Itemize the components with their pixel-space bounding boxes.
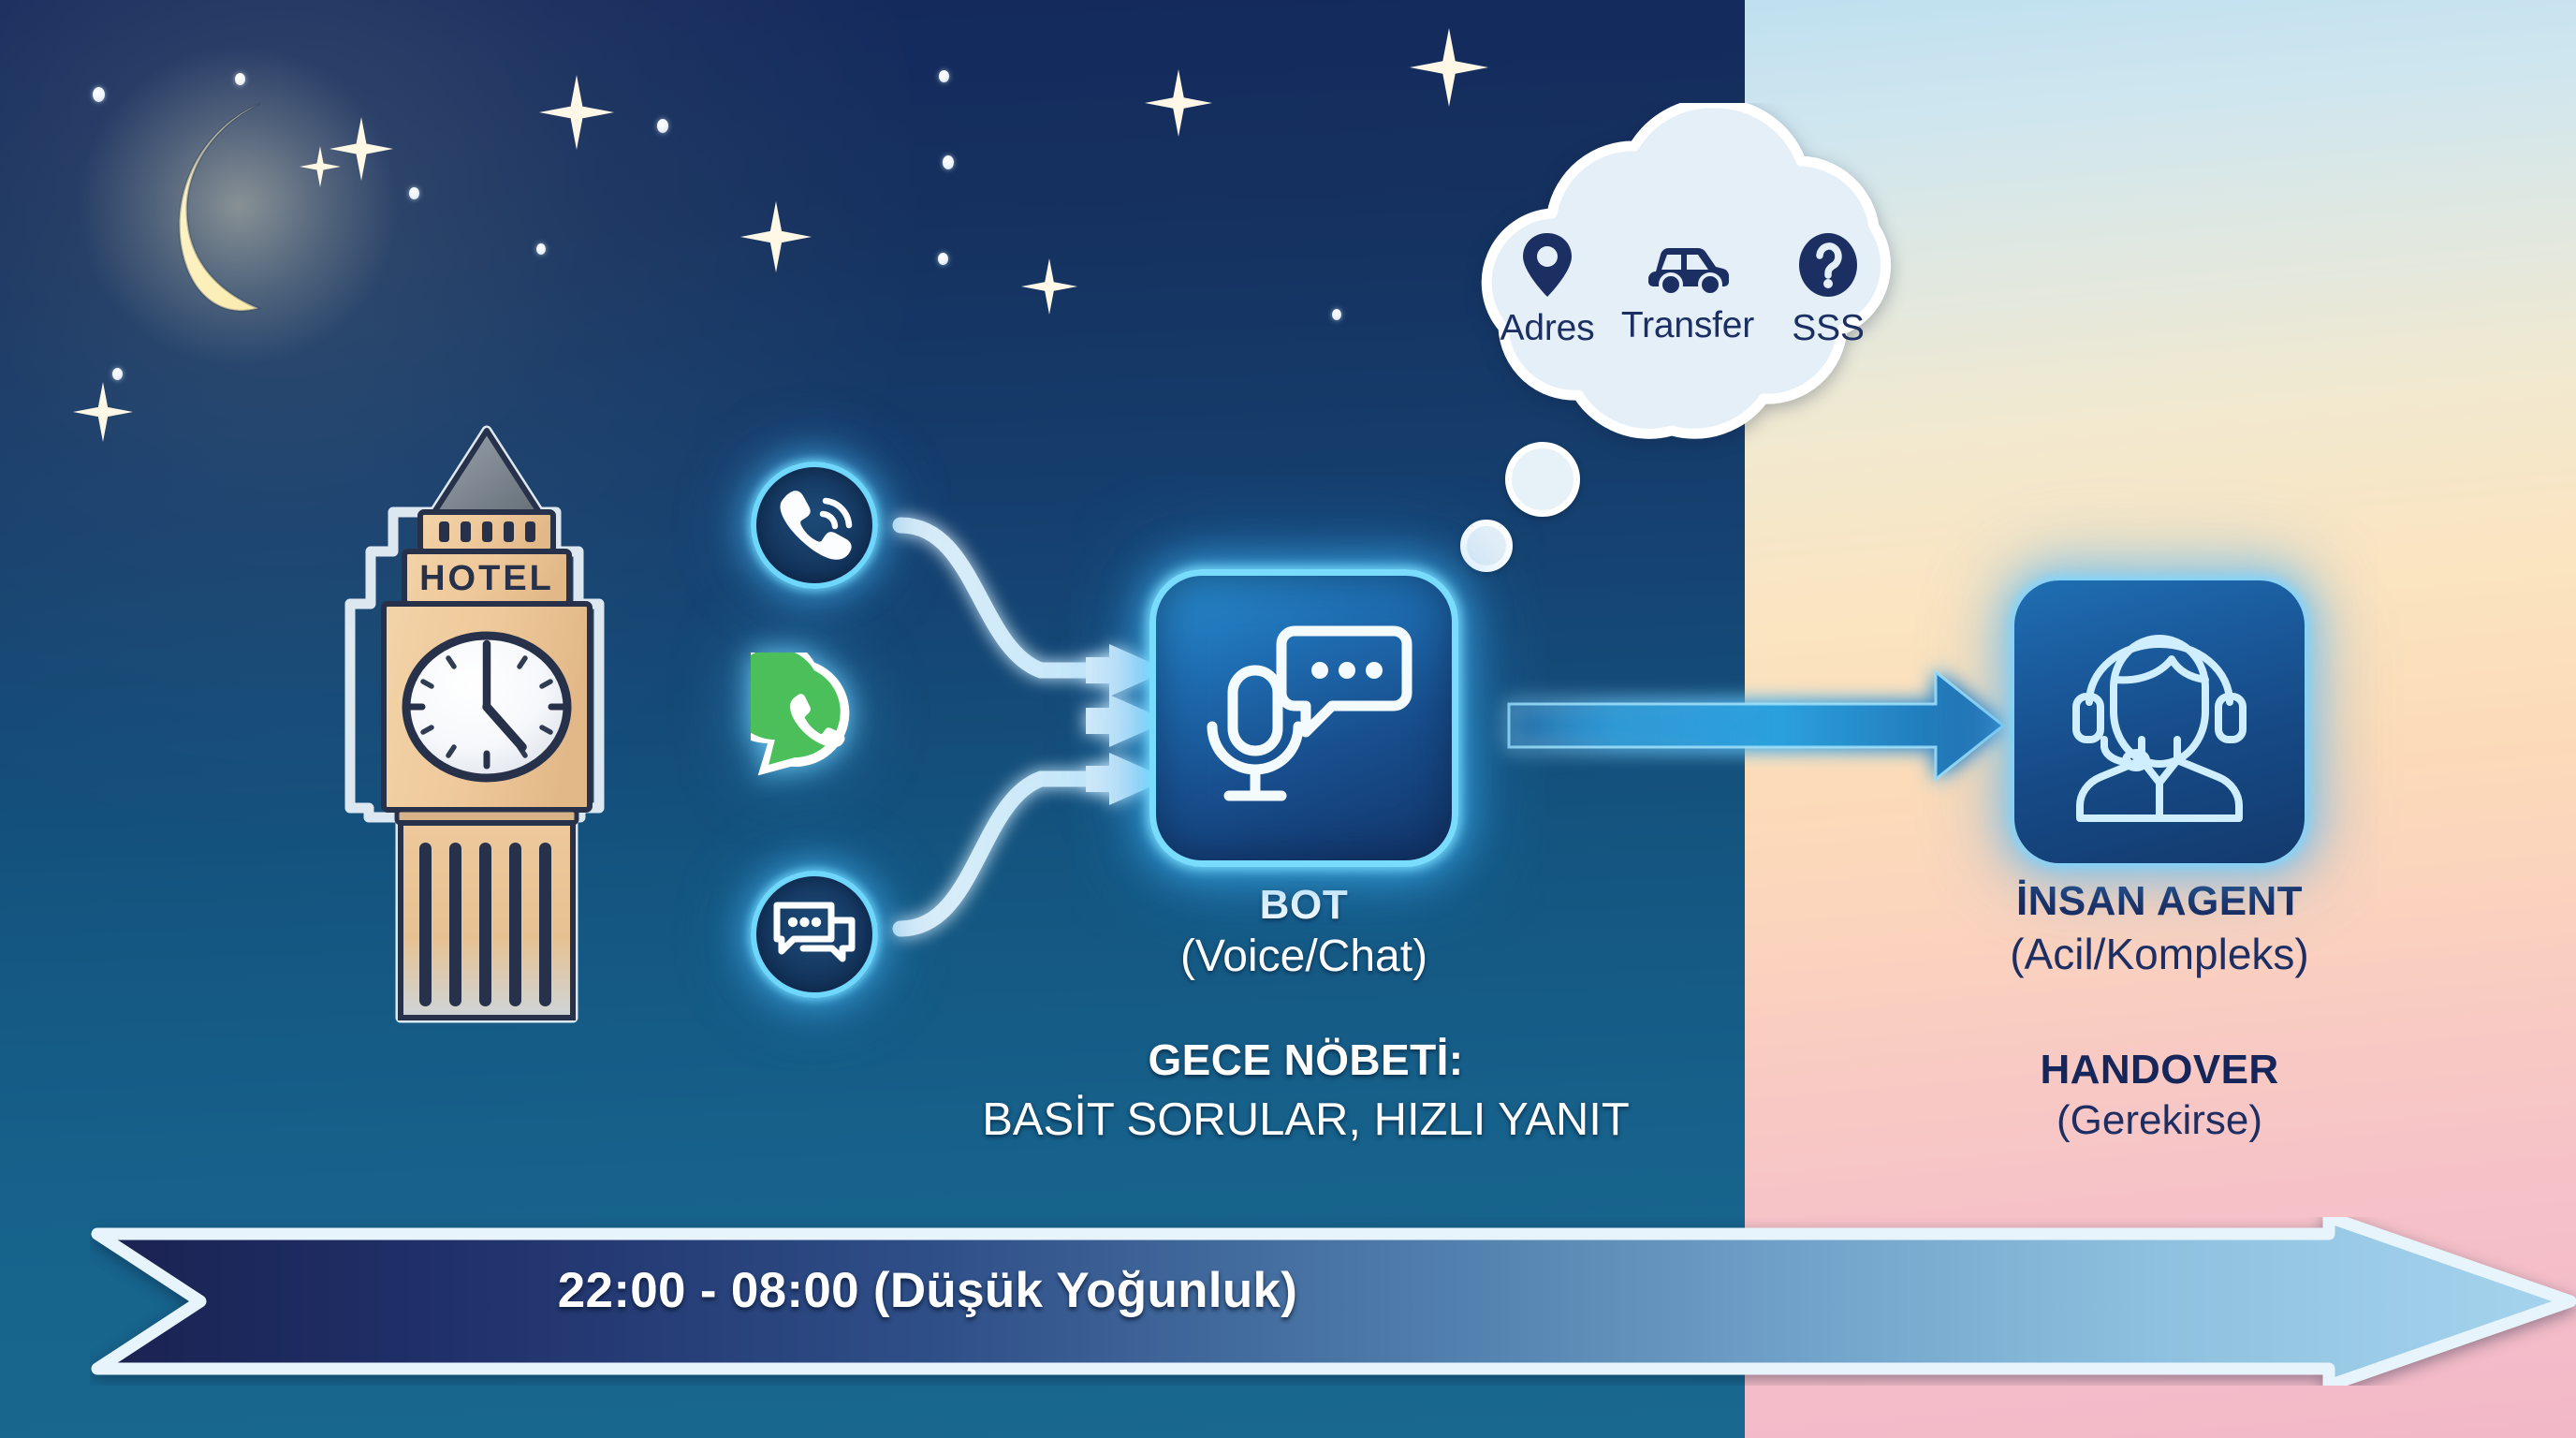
star-dot [938,253,948,266]
tower-sign-label: HOTEL [419,559,554,598]
microphone-icon [1207,665,1304,801]
bot-subtitle: (Voice/Chat) [1179,932,1428,981]
night-shift-timeline-arrow [91,1217,2576,1386]
agent-title: İNSAN AGENT [2016,878,2303,924]
star-sparkle-icon [539,75,614,150]
bot-thought-cloud: Adres Transfer SSS [1402,103,1973,477]
handover-subtitle: (Gerekirse) [2056,1097,2263,1143]
star-sparkle-icon [329,117,393,181]
thought-item-adres: Adres [1477,231,1617,349]
star-sparkle-icon [1410,28,1488,107]
whatsapp-icon [751,653,850,776]
star-dot [235,73,245,86]
chat-bubbles-icon [773,902,856,962]
star-sparkle-icon [73,382,133,442]
star-dot [1332,309,1341,321]
channel-chat-icon[interactable] [751,871,878,998]
star-sparkle-icon [300,146,341,187]
thought-item-sss: SSS [1758,231,1898,349]
star-dot [657,119,668,133]
star-dot [93,87,105,102]
thought-bubble-small [1460,520,1513,572]
star-dot [112,368,123,381]
channel-whatsapp-icon[interactable] [751,653,878,783]
thought-bubble-medium [1505,442,1580,517]
star-dot [536,243,546,256]
headset-agent-icon [2072,635,2247,822]
thought-label: Transfer [1620,305,1755,345]
phone-call-icon [780,491,853,560]
agent-subtitle: (Acil/Kompleks) [2010,930,2309,978]
star-sparkle-icon [1145,69,1212,137]
star-sparkle-icon [1021,258,1077,315]
night-shift-desc: BASİT SORULAR, HIZLI YANIT [982,1094,1630,1145]
handover-title: HANDOVER [2040,1047,2279,1093]
thought-label: Adres [1500,308,1595,348]
star-dot [939,70,949,83]
location-pin-icon [1523,233,1572,297]
night-shift-title: GECE NÖBETİ: [1148,1035,1464,1084]
timeline-label: 22:00 - 08:00 (Düşük Yoğunluk) [557,1263,1298,1318]
star-dot [409,187,419,200]
speech-bubble-icon [1276,625,1412,738]
thought-label: SSS [1792,308,1865,348]
star-dot [943,155,954,169]
hotel-clock-tower: HOTEL [329,403,657,1049]
car-icon [1648,248,1730,296]
bot-card[interactable] [1149,569,1458,867]
crescent-moon-icon [67,35,410,377]
star-sparkle-icon [740,201,812,272]
thought-item-transfer: Transfer [1617,234,1758,346]
bot-title: BOT [1259,882,1349,928]
channel-phone-icon[interactable] [751,462,878,589]
question-circle-icon [1799,233,1857,297]
human-agent-card[interactable] [2014,580,2305,863]
